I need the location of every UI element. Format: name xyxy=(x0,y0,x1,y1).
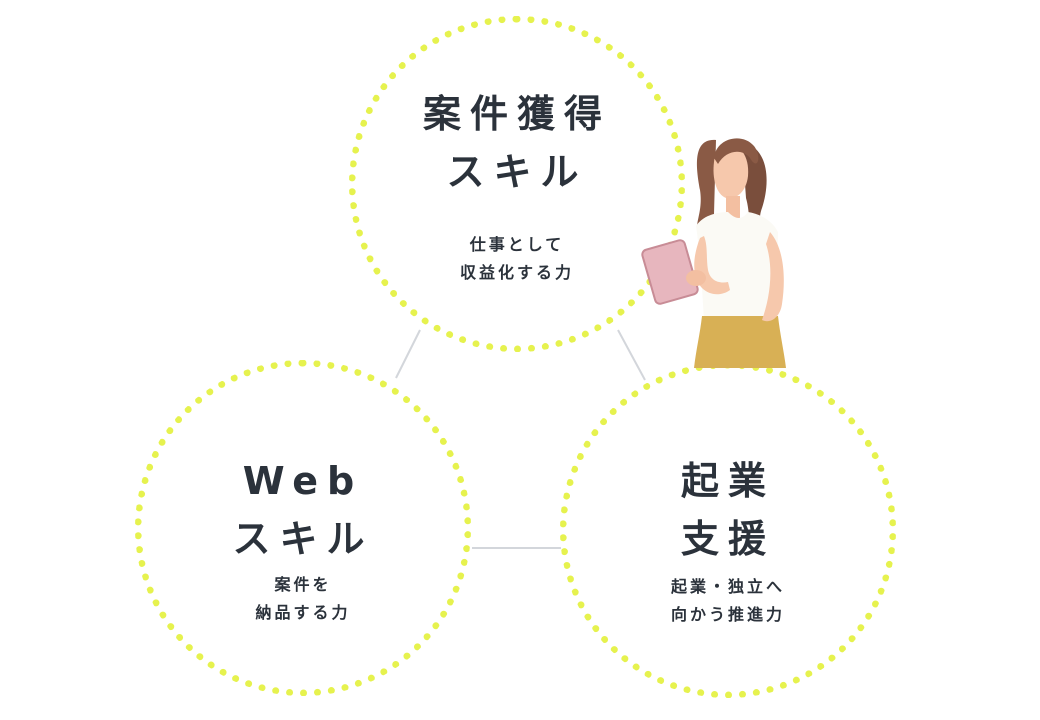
circle-desc-line1: 仕事として xyxy=(469,235,565,254)
circle-title-line2: スキル xyxy=(446,150,588,194)
circle-desc-line1: 起業・独立へ xyxy=(670,577,785,596)
circle-startup-support: 起業 支援 起業・独立へ 向かう推進力 xyxy=(560,362,896,698)
circle-web-skill: Web スキル 案件を 納品する力 xyxy=(135,360,471,696)
tablet xyxy=(641,239,699,305)
hair-back xyxy=(696,139,716,239)
circle-desc-line2: 納品する力 xyxy=(255,603,351,622)
circle-deal-acquisition-skill: 案件獲得 スキル 仕事として 収益化する力 xyxy=(349,16,685,352)
circle-description: 起業・独立へ 向かう推進力 xyxy=(567,573,889,629)
circle-title: 案件獲得 スキル xyxy=(356,85,678,201)
hair-top xyxy=(714,138,759,164)
circle-description: 仕事として 収益化する力 xyxy=(356,231,678,287)
circle-desc-line2: 収益化する力 xyxy=(459,263,574,282)
woman-with-tablet-illustration xyxy=(641,138,786,368)
circle-title-line2: スキル xyxy=(232,517,374,561)
circle-title-line1: Web xyxy=(242,459,364,503)
circle-desc-line2: 向かう推進力 xyxy=(670,605,785,624)
circle-title: 起業 支援 xyxy=(567,452,889,568)
circle-title: Web スキル xyxy=(142,452,464,568)
circle-title-line1: 起業 xyxy=(680,459,775,503)
connector-top-right xyxy=(617,329,646,381)
skirt xyxy=(694,316,786,368)
connector-top-left xyxy=(395,329,421,379)
blouse xyxy=(696,212,778,320)
circle-description: 案件を 納品する力 xyxy=(142,571,464,627)
circle-title-line1: 案件獲得 xyxy=(422,92,611,136)
circle-title-line2: 支援 xyxy=(680,517,775,561)
circle-desc-line1: 案件を xyxy=(274,575,332,594)
